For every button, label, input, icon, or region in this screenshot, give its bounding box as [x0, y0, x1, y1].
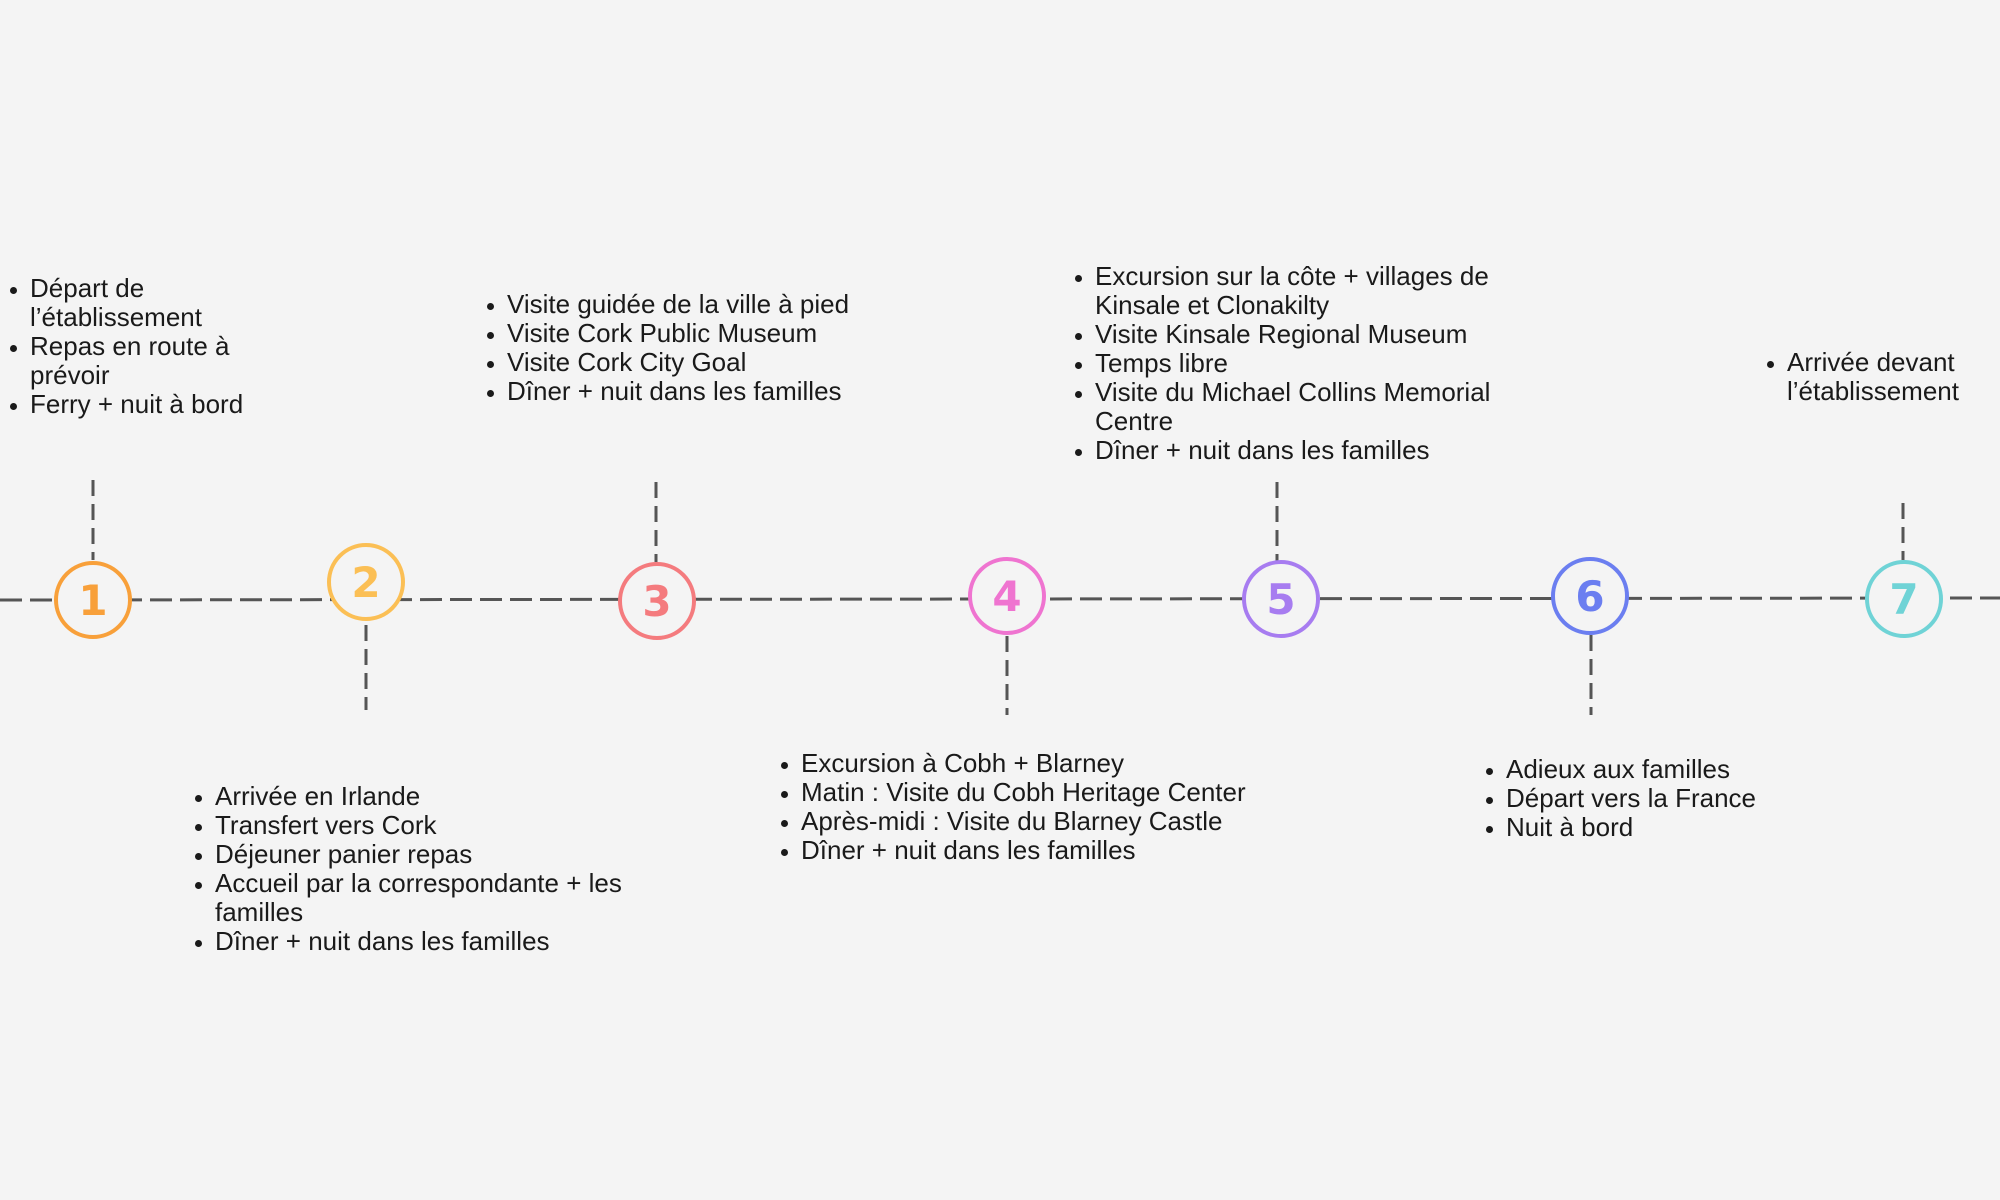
step-6-activities: Adieux aux familles Départ vers la Franc…	[1476, 755, 1846, 842]
step-marker-6: 6	[1551, 557, 1629, 635]
activity-item: Matin : Visite du Cobh Heritage Center	[801, 778, 1341, 807]
activity-item: Dîner + nuit dans les familles	[215, 927, 695, 956]
step-7-activities: Arrivée devant l’établissement	[1757, 348, 2000, 406]
step-number-2: 2	[351, 558, 380, 607]
activity-item: Nuit à bord	[1506, 813, 1846, 842]
activity-item: Visite du Michael Collins Memorial Centr…	[1095, 378, 1565, 436]
step-5-activities: Excursion sur la côte + villages de Kins…	[1065, 262, 1565, 465]
step-marker-2: 2	[327, 543, 405, 621]
activity-item: Adieux aux familles	[1506, 755, 1846, 784]
step-number-3: 3	[642, 577, 671, 626]
activity-item: Visite Cork City Goal	[507, 348, 927, 377]
activity-item: Déjeuner panier repas	[215, 840, 695, 869]
step-number-5: 5	[1266, 575, 1295, 624]
activity-item: Visite Kinsale Regional Museum	[1095, 320, 1565, 349]
step-marker-1: 1	[54, 561, 132, 639]
activity-item: Départ vers la France	[1506, 784, 1846, 813]
step-marker-4: 4	[968, 557, 1046, 635]
step-number-6: 6	[1575, 572, 1604, 621]
activity-item: Visite guidée de la ville à pied	[507, 290, 927, 319]
activity-item: Repas en route à prévoir	[30, 332, 280, 390]
activity-item: Transfert vers Cork	[215, 811, 695, 840]
step-number-1: 1	[78, 576, 107, 625]
activity-item: Dîner + nuit dans les familles	[507, 377, 927, 406]
step-3-activities: Visite guidée de la ville à pied Visite …	[477, 290, 927, 406]
activity-item: Arrivée en Irlande	[215, 782, 695, 811]
activity-item: Ferry + nuit à bord	[30, 390, 280, 419]
activity-item: Temps libre	[1095, 349, 1565, 378]
step-marker-7: 7	[1865, 560, 1943, 638]
step-1-activities: Départ de l’établissement Repas en route…	[0, 274, 280, 419]
step-marker-3: 3	[618, 562, 696, 640]
activity-item: Excursion à Cobh + Blarney	[801, 749, 1341, 778]
activity-item: Excursion sur la côte + villages de Kins…	[1095, 262, 1565, 320]
step-number-7: 7	[1889, 575, 1918, 624]
activity-item: Départ de l’établissement	[30, 274, 280, 332]
activity-item: Dîner + nuit dans les familles	[1095, 436, 1565, 465]
activity-item: Accueil par la correspondante + les fami…	[215, 869, 695, 927]
activity-item: Dîner + nuit dans les familles	[801, 836, 1341, 865]
step-number-4: 4	[992, 572, 1021, 621]
step-2-activities: Arrivée en Irlande Transfert vers Cork D…	[185, 782, 695, 956]
step-4-activities: Excursion à Cobh + Blarney Matin : Visit…	[771, 749, 1341, 865]
activity-item: Après-midi : Visite du Blarney Castle	[801, 807, 1341, 836]
step-marker-5: 5	[1242, 560, 1320, 638]
activity-item: Visite Cork Public Museum	[507, 319, 927, 348]
activity-item: Arrivée devant l’établissement	[1787, 348, 2000, 406]
